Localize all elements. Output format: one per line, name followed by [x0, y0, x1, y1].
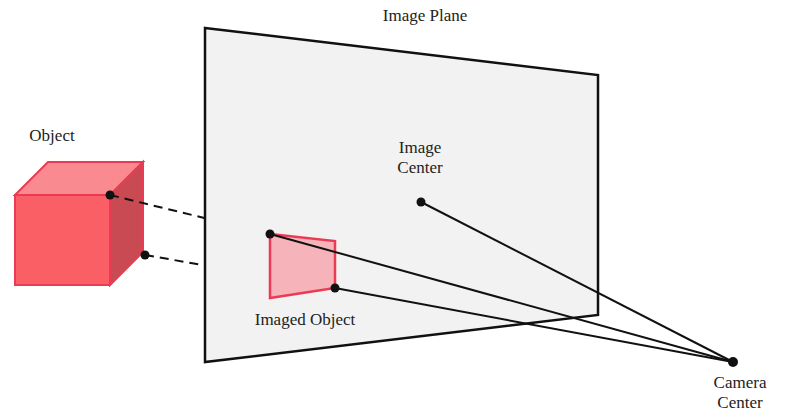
ray — [270, 234, 733, 362]
point — [106, 191, 115, 200]
ray — [335, 288, 733, 362]
imaged-object-label: Imaged Object — [255, 310, 356, 330]
cube-front — [15, 195, 110, 285]
camera-center-label: Camera Center — [703, 373, 778, 412]
point — [331, 284, 340, 293]
camera-center-dot — [728, 357, 738, 367]
principal-ray — [421, 202, 733, 362]
point — [266, 230, 275, 239]
point — [141, 251, 150, 260]
image-plane — [205, 28, 598, 362]
object-label: Object — [29, 126, 74, 146]
cube-side — [110, 162, 143, 285]
image-center-label: Image Center — [383, 138, 458, 177]
image-center-dot — [417, 198, 426, 207]
plane-label: Image Plane — [383, 6, 468, 26]
